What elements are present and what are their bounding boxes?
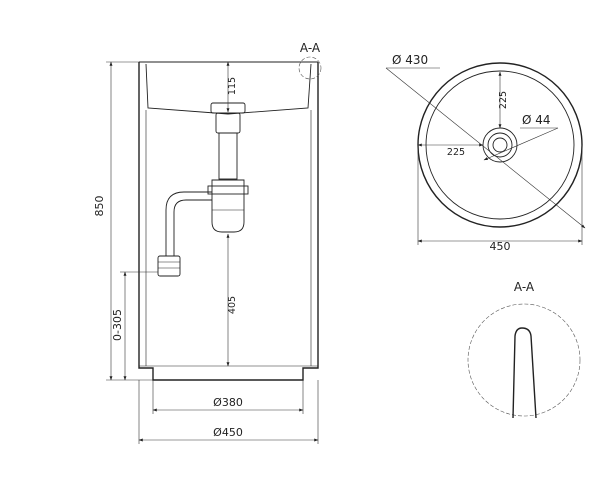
dim-outer-width-label: 450 — [490, 240, 511, 253]
drain-body — [215, 112, 241, 134]
dim-drain-height: 0-305 — [111, 271, 158, 381]
basin-outer-body — [138, 62, 319, 381]
basin-bowl-profile — [145, 63, 312, 115]
dim-base-diameter-label: Ø380 — [213, 396, 243, 409]
siphon-nut — [207, 185, 249, 195]
drain-tailpiece — [218, 132, 238, 180]
dim-rim-height: 115 — [226, 61, 238, 113]
dim-drain-diameter-label: Ø 44 — [522, 113, 551, 127]
dim-base-height: 405 — [226, 233, 238, 367]
dim-body-diameter-label: Ø450 — [213, 426, 243, 439]
dim-basin-diameter-label: Ø 430 — [392, 53, 428, 67]
hose-connector — [157, 255, 181, 277]
detail-rim-profile — [512, 327, 537, 419]
front-view: 115 405 850 0-305 Ø380 — [93, 41, 322, 444]
top-view: 225 225 Ø 430 Ø 44 450 — [385, 53, 586, 253]
section-marker-circle — [298, 56, 322, 80]
section-label-detail: A-A — [514, 280, 535, 294]
drain-mid-ring — [487, 132, 513, 158]
dim-drain-height-label: 0-305 — [111, 309, 124, 341]
outlet-hose-inner — [173, 199, 212, 256]
dim-base-diameter: Ø380 — [152, 380, 304, 414]
dim-rim-height-label: 115 — [227, 77, 238, 95]
basin-diameter-leader — [385, 67, 586, 229]
drain-hole — [492, 137, 508, 153]
section-detail: A-A — [467, 280, 581, 419]
dim-base-height-label: 405 — [227, 296, 238, 314]
dim-center-vertical-label: 225 — [498, 91, 509, 109]
dim-body-diameter: Ø450 — [138, 380, 319, 444]
outlet-hose — [165, 191, 212, 256]
siphon-bottle — [211, 179, 245, 233]
dim-center-horizontal-label: 225 — [447, 147, 465, 158]
detail-boundary-circle — [467, 303, 581, 417]
dim-total-height-label: 850 — [93, 196, 106, 217]
section-label-top: A-A — [300, 41, 321, 55]
dim-total-height: 850 — [93, 61, 153, 381]
siphon-assembly — [157, 102, 249, 277]
drain-diameter-leader — [483, 127, 559, 161]
